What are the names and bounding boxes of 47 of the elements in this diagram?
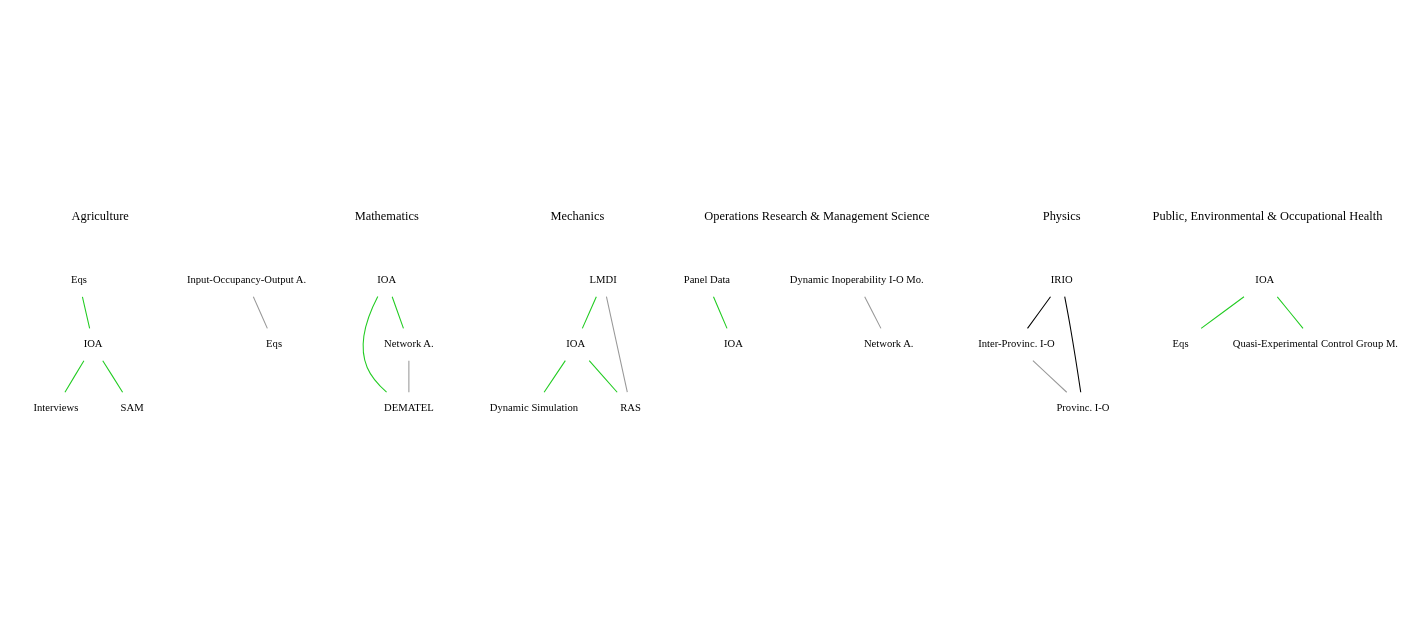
node-text: IOA [83,338,103,350]
connector [102,360,124,393]
node-text: IRIO [1050,274,1073,286]
node-text: Provinc. I-O [1056,402,1110,414]
node-text: Eqs [70,274,87,286]
node-text: Network A. [863,338,914,350]
node-text: DEMATEL [384,402,434,414]
connector [64,360,85,393]
node-text: Inter-Provinc. I-O [978,338,1055,350]
node-text: IOA [566,338,586,350]
connector [1064,296,1082,393]
connector [581,296,597,329]
node-text: IOA [1255,274,1275,286]
label: Mechanics [550,208,605,223]
node-text: Input-Occupancy-Output A. [186,274,307,286]
node-text: RAS [620,402,641,414]
node-text: IOA [724,338,743,350]
node-text: Quasi-Experimental Control Group M. [1232,338,1398,350]
connector [1276,296,1304,329]
connector [362,296,388,393]
connector [605,296,628,393]
label: Operations Research & Management Science [704,208,930,223]
connector [1200,296,1245,329]
connector [712,296,728,329]
connector [864,296,882,329]
connector [1027,296,1052,329]
node-text: Eqs [266,338,283,350]
node-text: Dynamic Inoperability I-O Mo. [789,274,924,286]
connector [81,296,91,329]
node-text: Eqs [1172,338,1189,350]
connector [588,360,618,393]
node-text: Interviews [33,402,79,414]
label: Public, Environmental & Occupational Health [1152,208,1383,223]
connector [408,360,410,393]
connector [391,296,404,329]
node-text: LMDI [589,274,617,286]
node-text: Dynamic Simulation [489,402,579,414]
connector [543,360,566,393]
label: Mathematics [354,208,419,223]
label: Agriculture [71,208,129,223]
node-text: SAM [120,402,144,414]
connector [252,296,268,329]
label: Physics [1042,208,1081,223]
node-text: Panel Data [683,274,731,286]
connector [1032,360,1068,393]
node-text: IOA [377,274,397,286]
node-text: Network A. [384,338,434,350]
